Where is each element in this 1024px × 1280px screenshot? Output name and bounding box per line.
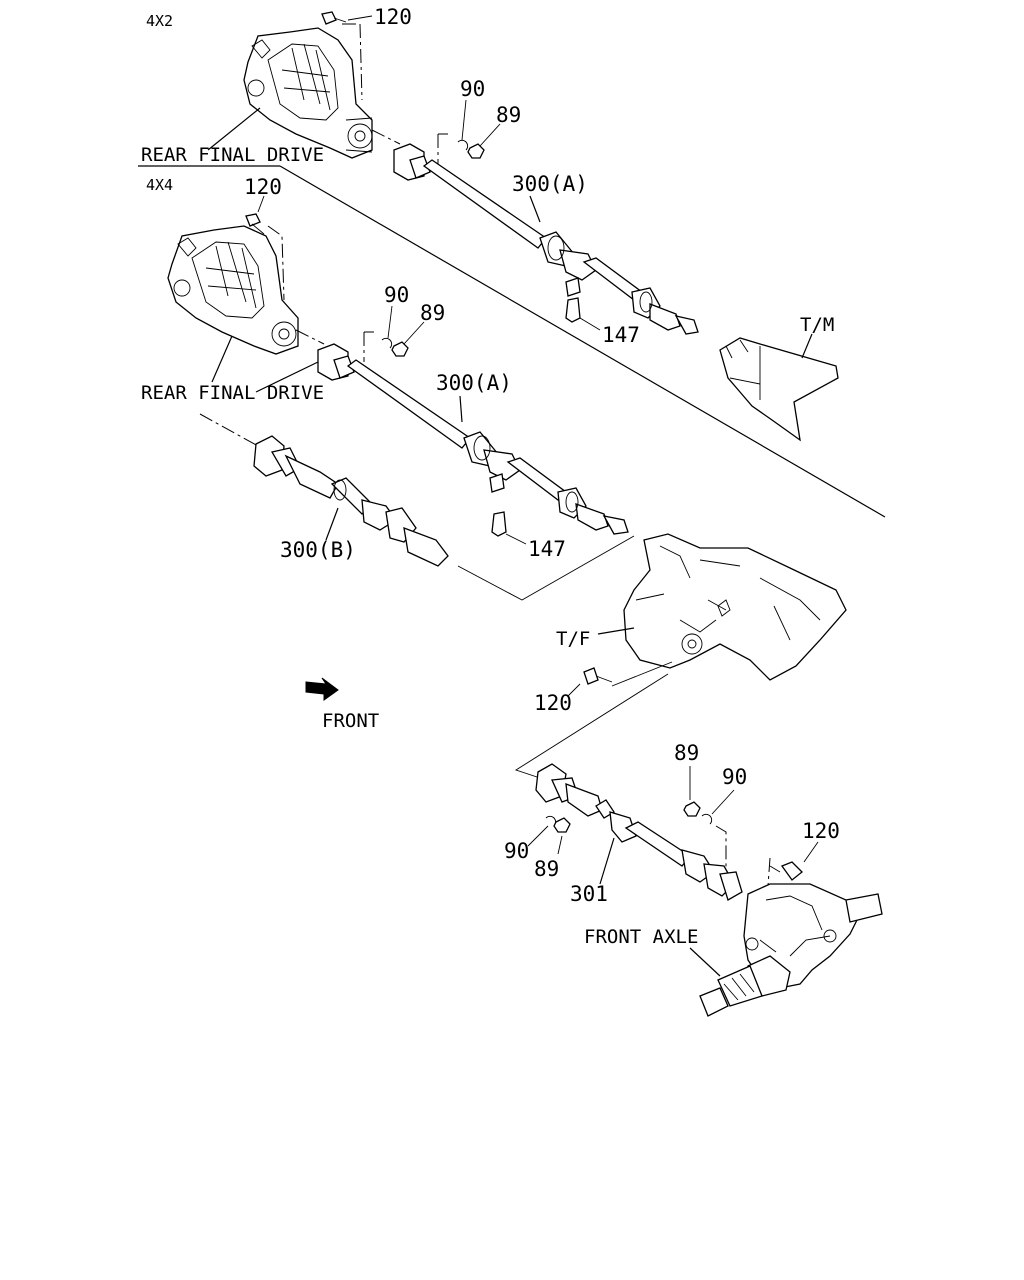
callout-120-d: 120 bbox=[802, 819, 840, 843]
callout-147-b: 147 bbox=[528, 537, 566, 561]
section-4x2-heading: 4X2 bbox=[146, 12, 173, 30]
callout-89-d: 89 bbox=[534, 857, 559, 881]
transfer-case bbox=[623, 533, 847, 681]
bolt-120-b bbox=[245, 213, 265, 235]
propeller-shaft-301 bbox=[535, 763, 743, 901]
callout-90-d: 90 bbox=[504, 839, 529, 863]
callout-120-b: 120 bbox=[244, 175, 282, 199]
callout-300a-b: 300(A) bbox=[436, 371, 512, 395]
washer-90-c bbox=[701, 813, 713, 825]
callout-301: 301 bbox=[570, 882, 608, 906]
callout-89-a: 89 bbox=[496, 103, 521, 127]
direction-arrow-icon bbox=[305, 677, 339, 701]
callout-89-c: 89 bbox=[674, 741, 699, 765]
bolt-120-a bbox=[321, 11, 347, 25]
bolt-147-a bbox=[565, 277, 581, 323]
callout-300a-a: 300(A) bbox=[512, 172, 588, 196]
front-direction-label: FRONT bbox=[322, 710, 379, 732]
rear-final-drive-4x4 bbox=[167, 225, 299, 355]
callout-147-a: 147 bbox=[602, 323, 640, 347]
callout-120-a: 120 bbox=[374, 5, 412, 29]
washer-90-a bbox=[457, 139, 469, 151]
rear-final-drive-label-2: REAR FINAL DRIVE bbox=[141, 382, 324, 404]
rear-final-drive-4x2 bbox=[243, 27, 373, 159]
nut-89-c bbox=[683, 801, 701, 817]
nut-89-a bbox=[467, 143, 485, 159]
rear-final-drive-leader-1 bbox=[207, 107, 261, 151]
callout-120-c: 120 bbox=[534, 691, 572, 715]
rear-final-drive-label-1: REAR FINAL DRIVE bbox=[141, 144, 324, 166]
front-axle-label: FRONT AXLE bbox=[584, 926, 698, 948]
propeller-shaft-300b bbox=[253, 435, 449, 567]
callout-90-b: 90 bbox=[384, 283, 409, 307]
propeller-shaft-300a-upper bbox=[393, 143, 699, 335]
washer-90-b bbox=[381, 337, 393, 349]
bolt-147-b bbox=[489, 473, 507, 537]
bolt-120-c bbox=[583, 667, 613, 685]
tf-label: T/F bbox=[556, 628, 590, 650]
section-4x4-heading: 4X4 bbox=[146, 176, 173, 194]
callout-90-a: 90 bbox=[460, 77, 485, 101]
propeller-shaft-300a-lower bbox=[317, 343, 629, 535]
nut-89-b bbox=[391, 341, 409, 357]
transmission bbox=[719, 337, 839, 442]
section-divider-diagonal bbox=[279, 165, 886, 518]
nut-89-d bbox=[553, 817, 571, 833]
bolt-120-d bbox=[769, 861, 803, 881]
callout-90-c: 90 bbox=[722, 765, 747, 789]
tm-label: T/M bbox=[800, 314, 834, 336]
front-axle bbox=[699, 883, 883, 1017]
rear-final-drive-leader-2 bbox=[211, 335, 233, 383]
callout-89-b: 89 bbox=[420, 301, 445, 325]
callout-300b: 300(B) bbox=[280, 538, 356, 562]
